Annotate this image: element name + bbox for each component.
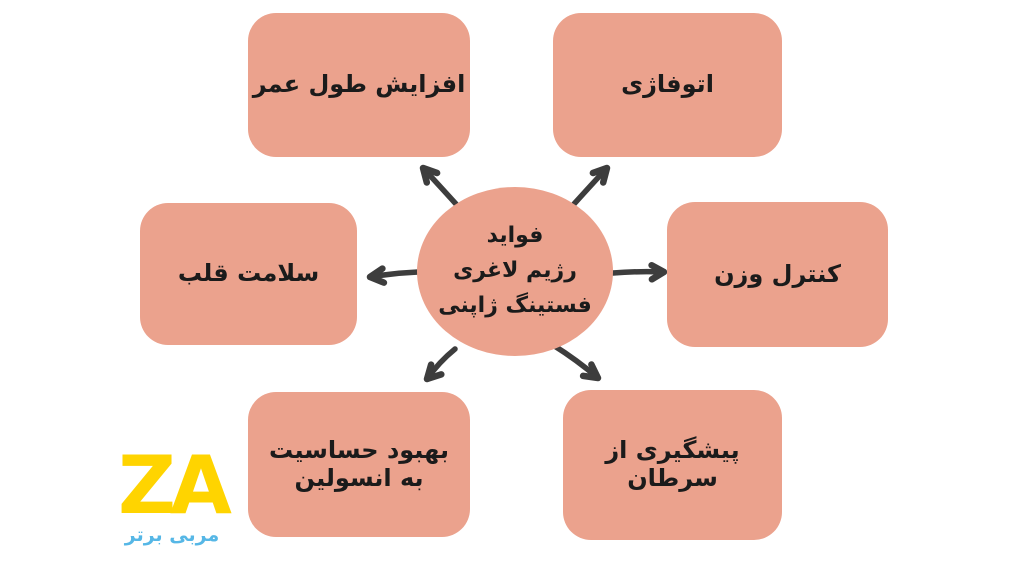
node-label: به انسولین [294,463,424,492]
center-node-line: رژیم لاغری [453,258,577,284]
node-autophagy: اتوفاژی [553,13,782,157]
node-label: سلامت قلب [177,259,320,288]
logo-monogram: ZA [118,439,232,532]
node-label: کنترل وزن [714,259,841,288]
node-label: اتوفاژی [621,70,714,99]
logo-tagline: مربی برتر [124,524,220,546]
arrow-to-left [366,265,421,286]
center-node-diet-benefits: فواید رژیم لاغری فستینگ ژاپنی [417,187,613,356]
node-insulin-sensitivity: بهبود حساسیت به انسولین [248,392,470,537]
node-increase-lifespan: افزایش طول عمر [248,13,470,157]
arrow-to-bottom-left [423,346,458,383]
center-node-line: فواید [486,223,544,249]
node-label: سرطان [627,464,718,492]
brand-logo: ZA مربی برتر [108,439,236,546]
center-node-line: فستینگ ژاپنی [438,292,592,318]
arrow-to-bottom-right [550,342,602,382]
node-weight-control: کنترل وزن [667,202,888,347]
arrow-to-right [610,261,668,283]
node-label: پیشگیری از [605,436,740,465]
node-cancer-prevention: پیشگیری از سرطان [563,390,782,540]
arrow-to-top-right [571,164,611,207]
node-heart-health: سلامت قلب [140,203,357,345]
arrow-to-top-left [419,164,459,207]
node-label: افزایش طول عمر [252,70,466,99]
node-label: بهبود حساسیت [269,435,449,464]
